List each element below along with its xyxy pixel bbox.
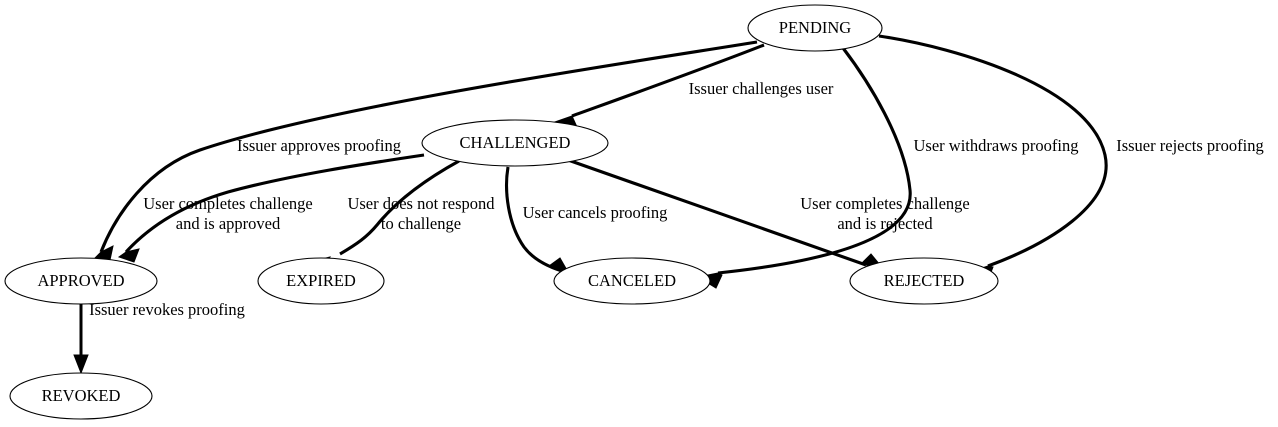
edge-path [571,43,765,118]
edge-path [124,153,425,254]
edge-challenged-approved[interactable] [117,153,425,263]
node-shape [421,119,609,167]
edge-label-text: Issuer challenges user [689,79,834,98]
node-revoked[interactable]: REVOKED [9,372,153,420]
node-label: EXPIRED [286,271,356,290]
node-label: CANCELED [588,271,676,290]
edge-path [99,40,758,253]
edge-label-text: User cancels proofing [523,203,668,222]
edge-label-line-2: and is approved [176,214,281,233]
node-shape [257,257,385,305]
edge-label-line-1: User completes challenge [143,194,313,213]
edge-label-pending-rejected: Issuer rejects proofing [1116,136,1264,155]
node-expired[interactable]: EXPIRED [257,257,385,305]
node-shape [4,257,158,305]
node-shape [849,257,999,305]
node-label: REJECTED [884,271,965,290]
node-approved[interactable]: APPROVED [4,257,158,305]
edge-label-text: Issuer revokes proofing [89,300,245,319]
edge-label-challenged-approved: User completes challenge and is approved [143,194,313,233]
node-shape [9,372,153,420]
edge-label-line-2: to challenge [381,214,461,233]
edge-label-pending-approved: Issuer approves proofing [237,136,401,155]
edge-approved-revoked[interactable] [73,304,89,375]
edge-label-challenged-canceled: User cancels proofing [523,203,668,222]
node-shape [553,257,711,305]
node-challenged[interactable]: CHALLENGED [421,119,609,167]
node-shape [747,4,883,52]
node-label: APPROVED [37,271,124,290]
edge-label-text: Issuer approves proofing [237,136,401,155]
node-rejected[interactable]: REJECTED [849,257,999,305]
edge-label-text: User withdraws proofing [914,136,1079,155]
edge-label-challenged-rejected: User completes challenge and is rejected [800,194,970,233]
edge-label-challenged-expired: User does not respond to challenge [347,194,495,233]
node-canceled[interactable]: CANCELED [553,257,711,305]
arrowhead-icon [117,248,140,263]
edge-pending-rejected[interactable] [878,34,1108,281]
edge-label-approved-revoked: Issuer revokes proofing [89,300,245,319]
edge-label-line-1: User completes challenge [800,194,970,213]
node-label: CHALLENGED [460,133,571,152]
node-label: PENDING [779,18,851,37]
edge-path [717,47,912,275]
edge-label-line-1: User does not respond [347,194,495,213]
edge-label-pending-canceled: User withdraws proofing [914,136,1079,155]
node-pending[interactable]: PENDING [747,4,883,52]
edge-path [505,166,563,273]
edge-label-pending-challenged: Issuer challenges user [689,79,834,98]
edge-label-text: Issuer rejects proofing [1116,136,1264,155]
arrowhead-icon [73,354,89,375]
node-label: REVOKED [42,386,121,405]
edge-path [567,158,867,267]
edge-label-line-2: and is rejected [837,214,933,233]
edge-path [339,159,460,256]
edge-path [878,34,1108,268]
